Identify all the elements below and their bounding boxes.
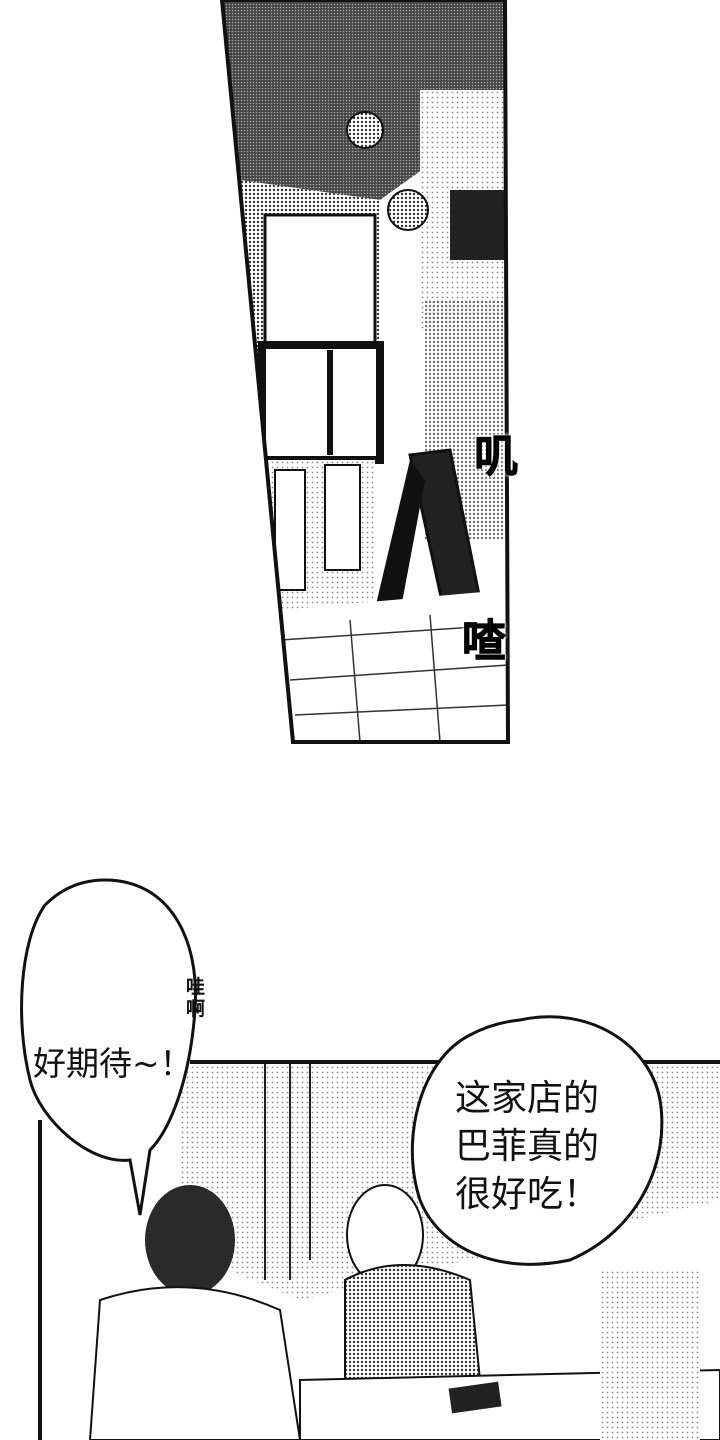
character-dark-hair (145, 1185, 235, 1295)
sfx-chirp-top: 叽 (474, 431, 519, 483)
right-bubble-line-3: 很好吃！ (455, 1174, 600, 1215)
left-bubble-text: 好期待~！ (33, 1044, 193, 1083)
right-bubble-line-1: 这家店的 (455, 1078, 600, 1119)
right-bubble-line-2: 巴菲真的 (455, 1126, 600, 1167)
exclamation-wow: 哇啊 (186, 976, 206, 1020)
right-speech-bubble (410, 1015, 664, 1266)
top-panel-border (219, 0, 511, 744)
top-panel-storefront (222, 0, 508, 742)
left-speech-bubble (20, 878, 198, 1216)
sfx-chirp-bottom: 喳 (462, 616, 507, 668)
